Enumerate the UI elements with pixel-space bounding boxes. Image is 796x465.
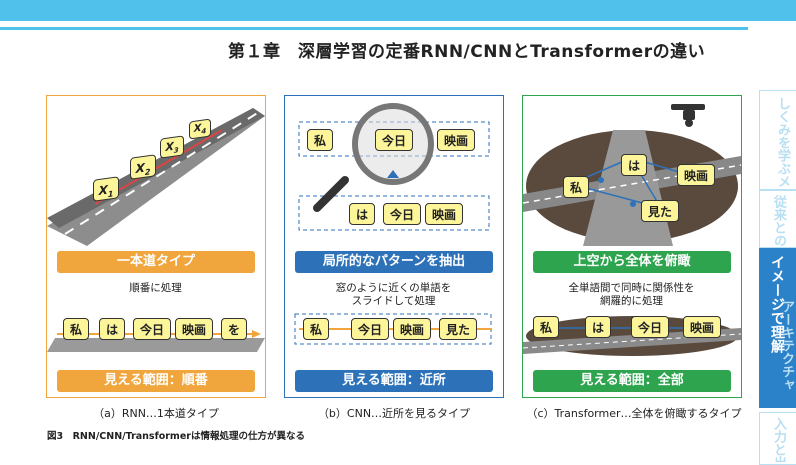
transformer-word: 映画	[677, 164, 716, 186]
transformer-desc-line: 網羅的に処理	[600, 295, 663, 307]
transformer-word: は	[621, 154, 648, 176]
rnn-scope-label: 見える範囲：順番	[57, 370, 255, 392]
cnn-window-word: 映画	[425, 203, 464, 225]
header-rule	[0, 27, 748, 30]
cnn-type-badge: 局所的なパターンを抽出	[295, 251, 493, 273]
side-tab-label: 入力と出力	[771, 417, 786, 462]
rnn-word: 私	[63, 318, 90, 340]
rnn-type-badge: 一本道タイプ	[57, 251, 255, 273]
rnn-token: X4	[189, 118, 211, 140]
side-tab-image-understanding[interactable]: イメージで理解	[759, 248, 796, 408]
cnn-description: 窓のように近くの単語を スライドして処理	[285, 282, 502, 308]
side-tab-merit[interactable]: しくみを学ぶメリット	[759, 90, 796, 190]
rnn-word: 今日	[133, 318, 172, 340]
panel-cnn: 私 今日 映画 は 今日 映画 局所的なパターンを抽出 窓のように近くの単語を …	[284, 95, 504, 398]
transformer-caption: （c）Transformer…全体を俯瞰するタイプ	[526, 407, 742, 420]
rnn-road-illustration	[47, 108, 265, 246]
cnn-scope-label: 見える範囲：近所	[295, 370, 493, 392]
figure-caption: 図3 RNN/CNN/Transformerは情報処理の仕方が異なる	[47, 431, 305, 442]
cnn-word: 私	[307, 129, 334, 151]
rnn-word: 映画	[175, 318, 214, 340]
transformer-word: 見た	[641, 200, 680, 222]
rnn-token: X1	[93, 176, 119, 202]
side-tab-label: しくみを学ぶメリット	[775, 97, 790, 187]
cnn-seq-word: 映画	[393, 318, 432, 340]
cnn-desc-line: スライドして処理	[351, 295, 436, 307]
rnn-caption: （a）RNN…1本道タイプ	[93, 407, 219, 420]
rnn-token: X3	[160, 135, 184, 159]
transformer-scope-label: 見える範囲：全部	[533, 370, 731, 392]
side-tab-label: 従来との違い	[771, 195, 786, 247]
transformer-seq-word: 映画	[683, 316, 722, 338]
transformer-seq-word: 今日	[631, 316, 670, 338]
cnn-window-word: 今日	[383, 203, 422, 225]
side-tab-label: アーキテクチャ	[779, 300, 794, 391]
cnn-seq-word: 見た	[439, 318, 478, 340]
panel-transformer: は 私 映画 見た 上空から全体を俯瞰 全単語間で同時に関係性を 網羅的に処理 …	[522, 95, 742, 398]
side-tab-label: イメージで理解	[769, 255, 785, 353]
cnn-seq-word: 私	[303, 318, 330, 340]
rnn-word: を	[221, 318, 248, 340]
panel-rnn: X1 X2 X3 X4 一本道タイプ 順番に処理 私 は 今日 映画 を 見える…	[46, 95, 266, 398]
cnn-caption: （b）CNN…近所を見るタイプ	[317, 407, 471, 420]
transformer-description: 全単語間で同時に関係性を 網羅的に処理	[523, 282, 740, 308]
top-color-bar	[0, 0, 796, 21]
transformer-seq-word: 私	[533, 316, 560, 338]
transformer-seq-word: は	[585, 316, 612, 338]
side-tab-io[interactable]: 入力と出力	[759, 412, 796, 465]
rnn-token: X2	[130, 154, 156, 180]
cnn-window-word: は	[349, 203, 376, 225]
cnn-word: 今日	[375, 129, 414, 151]
rnn-description: 順番に処理	[129, 282, 182, 294]
transformer-desc-line: 全単語間で同時に関係性を	[568, 282, 695, 294]
cnn-word: 映画	[437, 129, 476, 151]
chapter-title: 第１章 深層学習の定番RNN/CNNとTransformerの違い	[228, 42, 706, 62]
side-tab-difference[interactable]: 従来との違い	[759, 190, 796, 248]
transformer-type-badge: 上空から全体を俯瞰	[533, 251, 731, 273]
cnn-desc-line: 窓のように近くの単語を	[335, 282, 452, 294]
transformer-word: 私	[563, 176, 590, 198]
rnn-word: は	[99, 318, 126, 340]
side-tab-architecture[interactable]: アーキテクチャ	[778, 296, 796, 408]
cnn-seq-word: 今日	[351, 318, 390, 340]
